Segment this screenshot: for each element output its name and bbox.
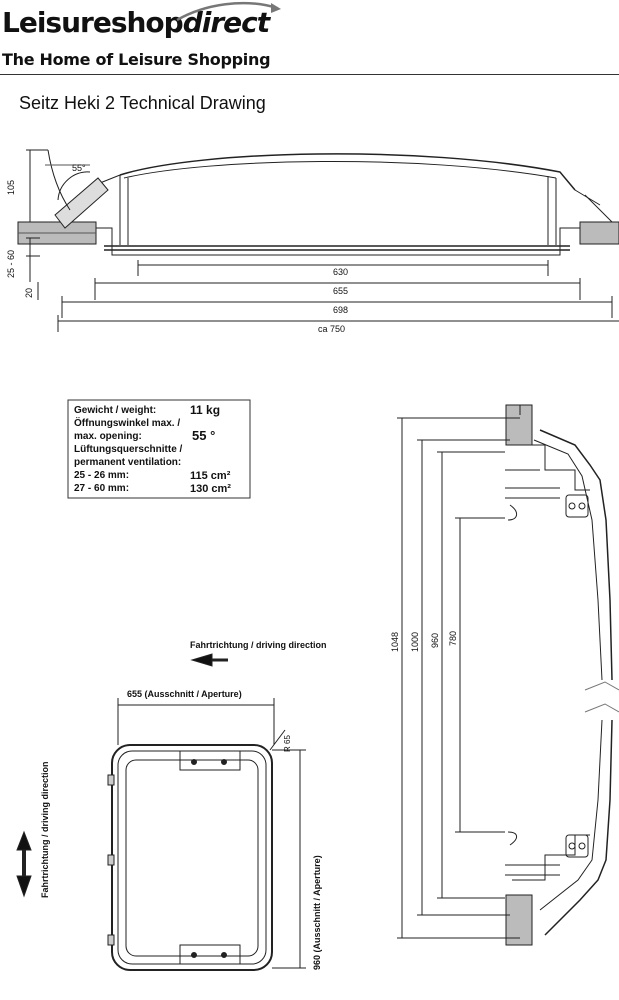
spec-value: 55 ° — [192, 428, 215, 443]
long-section — [397, 404, 619, 946]
dim-1048-label: 1048 — [390, 632, 400, 652]
radius-label: R 65 — [283, 735, 292, 752]
brand-main-text: Leisureshop — [2, 6, 184, 39]
header-divider — [0, 74, 619, 75]
dim-roof-range-label: 25 - 60 — [6, 250, 16, 278]
spec-value: 130 cm² — [190, 483, 231, 495]
spec-label: Lüftungsquerschnitte / — [74, 444, 183, 455]
dim-698-label: 698 — [333, 305, 348, 315]
spec-label: Öffnungswinkel max. / — [74, 416, 180, 429]
side-section — [17, 149, 619, 256]
aperture-width-label: 655 (Ausschnitt / Aperture) — [127, 689, 242, 699]
dim-655-label: 655 — [333, 286, 348, 296]
spec-value: 11 kg — [190, 403, 220, 417]
spec-label: max. opening: — [74, 431, 142, 442]
spec-label: Gewicht / weight: — [74, 405, 156, 416]
spec-value: 115 cm² — [190, 470, 231, 482]
dim-630-label: 630 — [333, 267, 348, 277]
dim-105-label: 105 — [6, 180, 16, 195]
dim-960-label: 960 — [430, 633, 440, 648]
dim-20-label: 20 — [24, 288, 34, 298]
page-title: Seitz Heki 2 Technical Drawing — [19, 93, 266, 113]
dim-780-label: 780 — [448, 631, 458, 646]
driving-direction-label: Fahrtrichtung / driving direction — [190, 640, 327, 650]
spec-label: permanent ventilation: — [74, 457, 181, 468]
brand-logo[interactable]: Leisureshopdirect The Home of Leisure Sh… — [2, 6, 271, 69]
dim-750-label: ca 750 — [318, 324, 345, 334]
brand-tagline: The Home of Leisure Shopping — [2, 50, 271, 69]
spec-label: 27 - 60 mm: — [74, 483, 129, 494]
dim-angle-label: 55° — [72, 163, 86, 173]
aperture-height-label: 960 (Ausschnitt / Aperture) — [312, 855, 322, 970]
spec-label: 25 - 26 mm: — [74, 470, 129, 481]
spec-table: Gewicht / weight: 11 kg Öffnungswinkel m… — [74, 403, 231, 495]
brand-swoosh-icon — [176, 1, 281, 22]
side-direction-label: Fahrtrichtung / driving direction — [40, 761, 50, 898]
plan-view — [107, 698, 306, 971]
dim-1000-label: 1000 — [410, 632, 420, 652]
